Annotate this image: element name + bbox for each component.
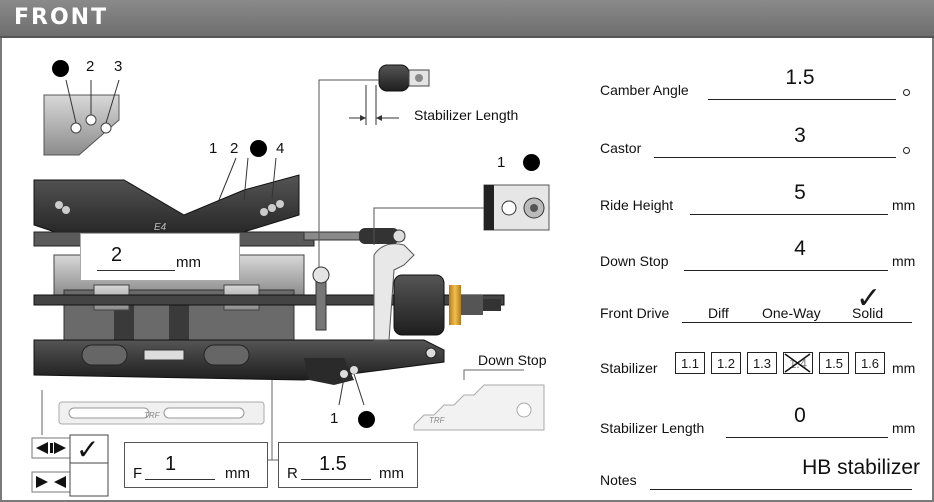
front-drive-option-one-way[interactable]: One-Way bbox=[762, 305, 821, 321]
section-title: FRONT bbox=[14, 5, 109, 30]
front-unit: mm bbox=[225, 465, 250, 482]
stabilizer-unit: mm bbox=[892, 360, 916, 376]
ride-height-row[interactable]: Ride Height 5 mm bbox=[600, 177, 920, 217]
hole-number-3: 3 bbox=[114, 58, 123, 75]
stabilizer-label: Stabilizer bbox=[600, 360, 658, 376]
stabilizer-option-1-1[interactable]: 1.1 bbox=[675, 352, 705, 374]
castor-label: Castor bbox=[600, 140, 642, 156]
camber-row[interactable]: Camber Angle 1.5 bbox=[600, 62, 920, 102]
stabilizer-length-row[interactable]: Stabilizer Length 0 mm bbox=[600, 400, 920, 440]
suspension-diagram: E4 bbox=[4, 40, 584, 500]
down-stop-brand-mark: TRF bbox=[429, 416, 446, 425]
degree-icon bbox=[903, 147, 910, 154]
ride-height-unit: mm bbox=[892, 197, 916, 213]
front-value: 1 bbox=[165, 453, 177, 475]
mount-height-unit: mm bbox=[176, 254, 201, 271]
stabilizer-length-callout: Stabilizer Length bbox=[414, 107, 519, 123]
down-stop-callout: Down Stop bbox=[478, 352, 547, 368]
rear-unit: mm bbox=[379, 465, 404, 482]
stabilizer-option-1-3[interactable]: 1.3 bbox=[747, 352, 777, 374]
castor-row[interactable]: Castor 3 bbox=[600, 120, 920, 160]
lower-hole-number-1: 1 bbox=[330, 410, 339, 427]
hole-marker-dot bbox=[52, 60, 69, 77]
front-drive-label: Front Drive bbox=[600, 305, 670, 321]
lower-hole-marker-dot bbox=[358, 411, 375, 428]
down-stop-underline bbox=[684, 270, 888, 271]
rear-value-box[interactable]: R 1.5 mm bbox=[278, 442, 418, 488]
stabilizer-option-1-4[interactable]: 1.4 bbox=[783, 352, 813, 374]
hole-number-2: 2 bbox=[86, 58, 95, 75]
down-stop-unit: mm bbox=[892, 253, 916, 269]
ride-height-underline bbox=[690, 214, 888, 215]
camber-value[interactable]: 1.5 bbox=[785, 66, 815, 89]
section-header: FRONT bbox=[0, 0, 934, 38]
front-drive-row[interactable]: Front Drive Diff One-Way Solid ✓ bbox=[600, 281, 920, 325]
cross-out-icon bbox=[784, 353, 811, 373]
castor-value[interactable]: 3 bbox=[794, 124, 806, 147]
toggle-checkmark-icon[interactable]: ✓ bbox=[76, 433, 100, 466]
front-prefix: F bbox=[133, 465, 143, 482]
mount-height-value: 2 bbox=[111, 244, 123, 266]
front-value-underline bbox=[145, 479, 215, 480]
front-value-box[interactable]: F 1 mm bbox=[124, 442, 268, 488]
camber-label: Camber Angle bbox=[600, 82, 689, 98]
ride-height-label: Ride Height bbox=[600, 197, 674, 213]
front-drive-checkmark-icon: ✓ bbox=[856, 281, 882, 316]
degree-icon bbox=[903, 89, 910, 96]
arm-hole-marker-dot bbox=[250, 140, 267, 157]
stabilizer-length-underline bbox=[726, 437, 888, 438]
arm-hole-number-2: 2 bbox=[230, 140, 239, 157]
arm-hole-number-1: 1 bbox=[209, 140, 218, 157]
down-stop-row[interactable]: Down Stop 4 mm bbox=[600, 233, 920, 273]
notes-row[interactable]: Notes HB stabilizer bbox=[600, 452, 920, 492]
stabilizer-option-1-2[interactable]: 1.2 bbox=[711, 352, 741, 374]
upright-hole-marker-dot bbox=[523, 154, 540, 171]
ride-height-value[interactable]: 5 bbox=[794, 181, 806, 204]
stabilizer-option-1-6[interactable]: 1.6 bbox=[855, 352, 885, 374]
upright-hole-number-1: 1 bbox=[497, 154, 506, 171]
castor-underline bbox=[654, 157, 896, 158]
rear-prefix: R bbox=[287, 465, 298, 482]
rear-value-underline bbox=[301, 479, 371, 480]
camber-underline bbox=[708, 99, 896, 100]
notes-label: Notes bbox=[600, 472, 637, 488]
stabilizer-length-label: Stabilizer Length bbox=[600, 420, 705, 436]
stabilizer-option-1-5[interactable]: 1.5 bbox=[819, 352, 849, 374]
down-stop-label: Down Stop bbox=[600, 253, 669, 269]
front-drive-option-diff[interactable]: Diff bbox=[708, 305, 729, 321]
notes-underline bbox=[650, 489, 912, 490]
stabilizer-length-value[interactable]: 0 bbox=[794, 404, 806, 427]
front-drive-underline bbox=[682, 322, 912, 323]
down-stop-value[interactable]: 4 bbox=[794, 237, 806, 260]
rear-value: 1.5 bbox=[319, 453, 347, 475]
chassis-bar-brand-mark: TRF bbox=[144, 411, 161, 420]
mount-height-underline bbox=[97, 270, 175, 271]
stabilizer-row[interactable]: Stabilizer 1.1 1.2 1.3 1.4 1.5 1.6 mm bbox=[600, 352, 920, 380]
front-drive-option-solid[interactable]: Solid bbox=[852, 305, 884, 321]
mount-height-box[interactable]: 2 mm bbox=[80, 233, 240, 281]
stabilizer-length-unit: mm bbox=[892, 420, 916, 436]
chassis-logo: E4 bbox=[154, 222, 167, 233]
arm-hole-number-4: 4 bbox=[276, 140, 285, 157]
notes-value[interactable]: HB stabilizer bbox=[802, 456, 920, 479]
